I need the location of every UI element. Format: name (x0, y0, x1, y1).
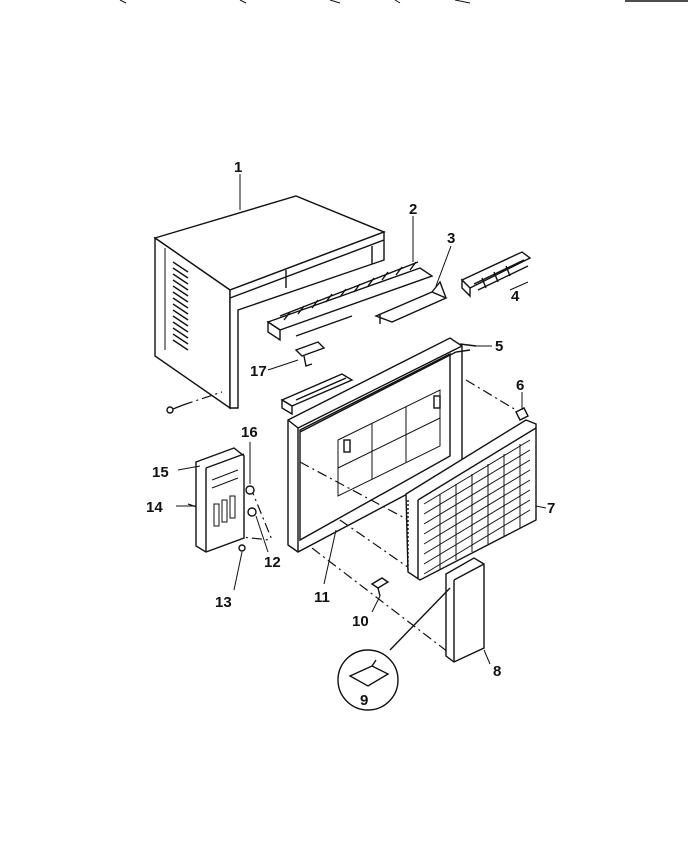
callout-8: 8 (493, 663, 501, 680)
callout-9: 9 (360, 692, 368, 709)
front-panel-grille (337, 389, 441, 497)
cabinet-screw (166, 391, 223, 414)
callout-labels: 1 2 3 4 5 6 7 8 9 10 11 12 13 14 15 16 1… (146, 159, 555, 709)
filter-mesh (423, 439, 531, 575)
callout-1: 1 (234, 159, 242, 176)
callout-5: 5 (495, 338, 503, 355)
knob-lower (247, 507, 257, 517)
panel-screw (238, 544, 246, 552)
cabinet-shell (153, 195, 386, 414)
callout-11: 11 (314, 589, 330, 606)
cabinet-louvers (172, 261, 189, 351)
callout-14: 14 (146, 499, 163, 516)
control-panel-slots (211, 469, 239, 527)
callout-6: 6 (516, 377, 524, 394)
side-panel (445, 557, 485, 663)
top-edge-marks (119, 0, 688, 4)
callout-12: 12 (264, 554, 281, 571)
latch (370, 577, 390, 597)
louver-link-bracket (374, 280, 448, 324)
callout-17: 17 (250, 363, 267, 380)
louver-bracket (266, 261, 434, 342)
callout-15: 15 (152, 464, 169, 481)
callout-13: 13 (215, 594, 232, 611)
callout-16: 16 (241, 424, 258, 441)
detail-circle (337, 587, 451, 711)
callout-3: 3 (447, 230, 455, 247)
callout-7: 7 (547, 500, 555, 517)
callout-4: 4 (511, 288, 520, 305)
knob-upper (245, 485, 255, 495)
filter-edge (515, 407, 529, 421)
callout-10: 10 (352, 613, 369, 630)
control-panel (195, 447, 245, 553)
callout-2: 2 (409, 201, 417, 218)
clip (294, 341, 326, 367)
air-filter (405, 419, 537, 581)
air-vane (460, 251, 532, 298)
leader-lines (176, 174, 547, 665)
front-vane (280, 373, 354, 416)
